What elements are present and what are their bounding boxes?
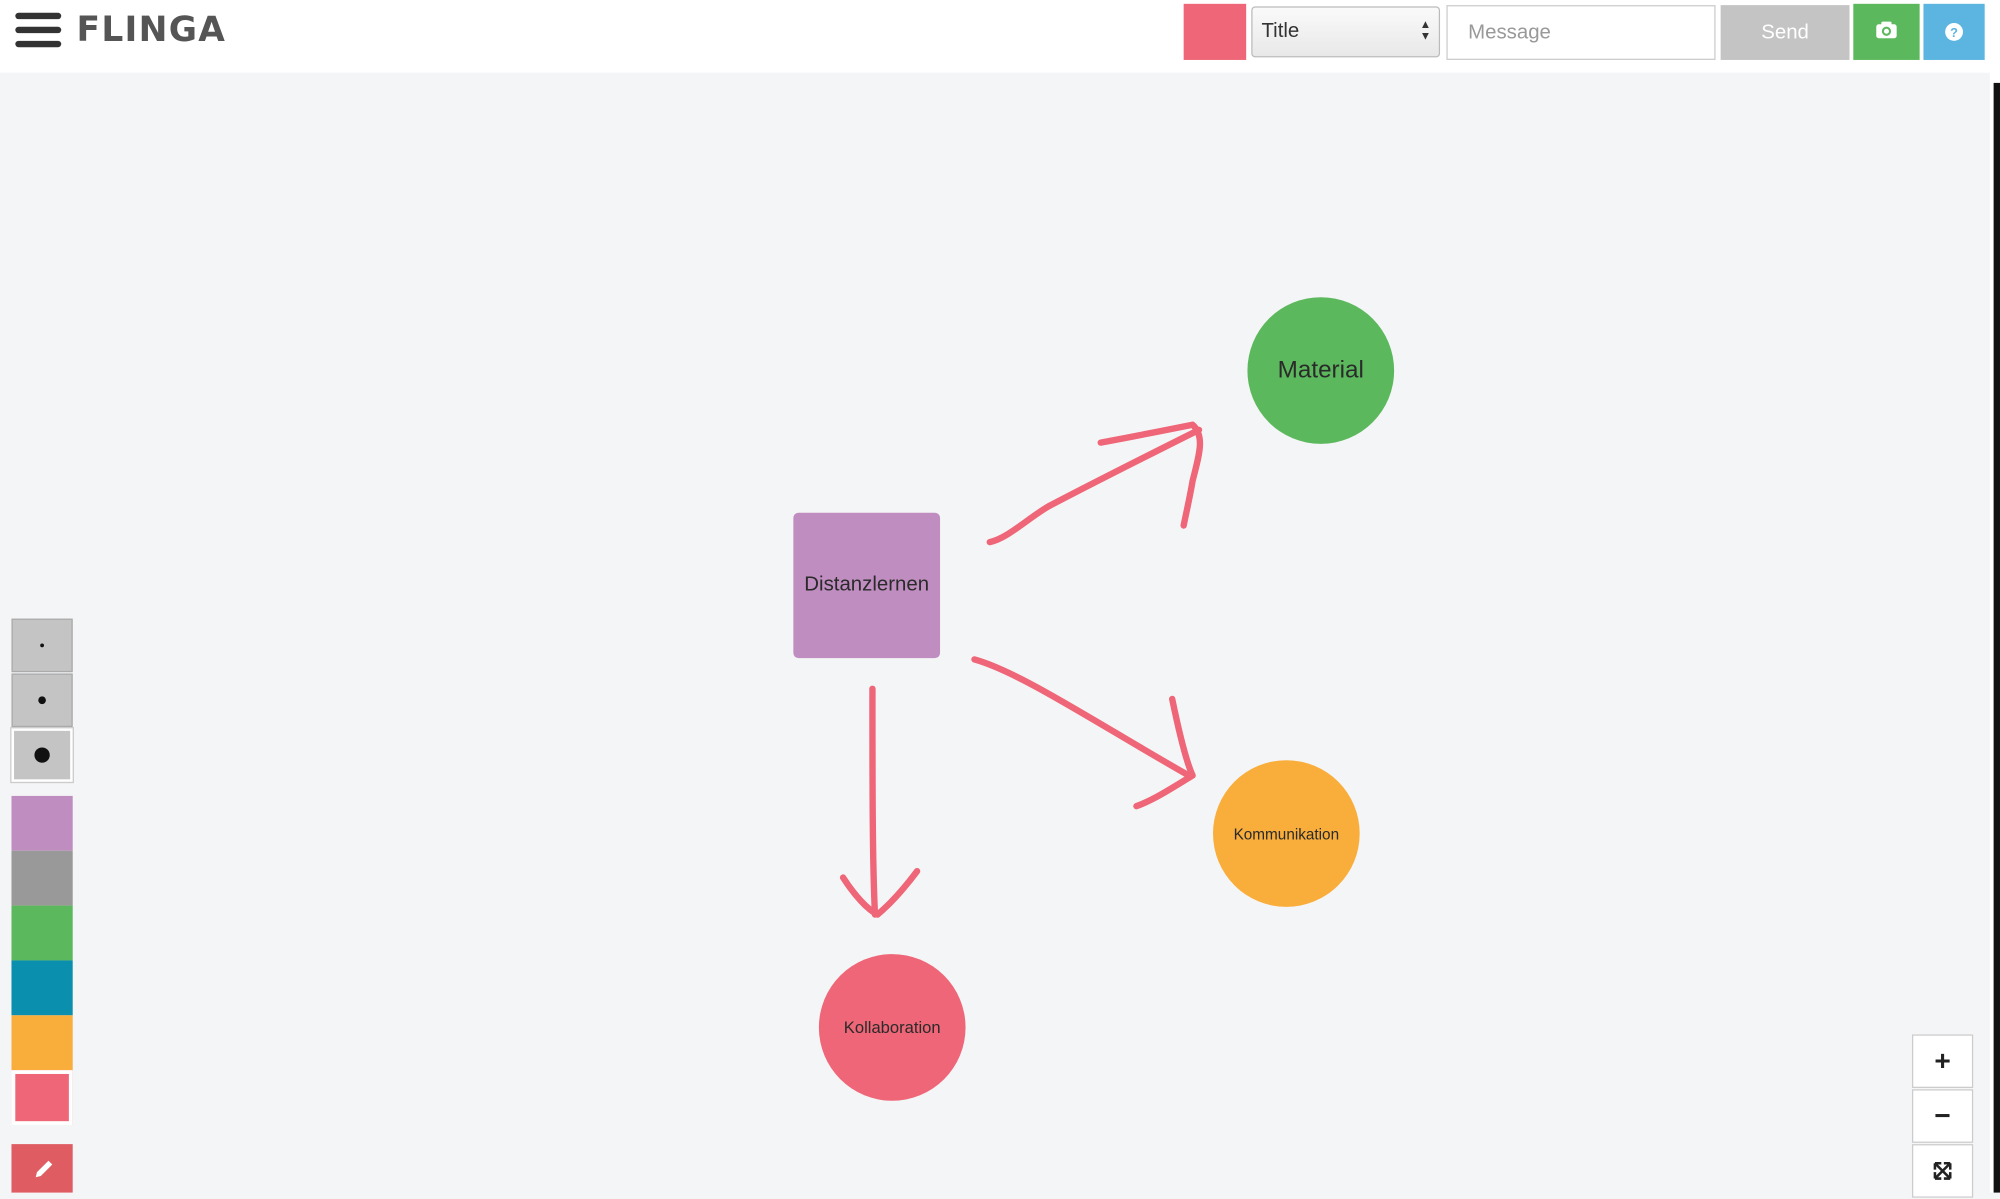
node-distanzlernen[interactable]: Distanzlernen (793, 512, 941, 659)
color-teal[interactable] (11, 960, 73, 1016)
pencil-icon (35, 1160, 53, 1178)
expand-icon (1933, 1161, 1952, 1180)
color-red[interactable] (11, 1070, 73, 1125)
node-material[interactable]: Material (1247, 297, 1395, 444)
plus-icon: + (1934, 1044, 1951, 1077)
pen-size-small[interactable] (11, 618, 73, 673)
color-gray[interactable] (11, 850, 73, 906)
color-green[interactable] (11, 905, 73, 961)
fit-view-button[interactable] (1911, 1144, 1974, 1198)
app-logo: FLINGA (76, 10, 227, 50)
help-button[interactable]: ? (1923, 3, 1985, 60)
arrow-head-material (1097, 421, 1204, 529)
top-bar: FLINGA Title ▲▼ Send ? (0, 0, 2000, 73)
zoom-controls: + − (1911, 1034, 1974, 1199)
select-arrows-icon: ▲▼ (1419, 17, 1432, 43)
drawing-layer (839, 421, 1204, 918)
title-select-value: Title (1261, 20, 1300, 43)
pen-size-medium[interactable] (11, 673, 73, 728)
arrow-head-kommunikation (1133, 695, 1196, 810)
svg-text:?: ? (1950, 25, 1958, 40)
camera-button[interactable] (1853, 3, 1920, 60)
title-select[interactable]: Title ▲▼ (1251, 6, 1441, 58)
arrow-head-kollaboration (839, 867, 921, 918)
camera-icon (1876, 21, 1897, 39)
drawing-palette (10, 618, 74, 1125)
message-input[interactable] (1446, 5, 1716, 60)
node-kollaboration[interactable]: Kollaboration (818, 954, 966, 1101)
arrow-to-kommunikation (971, 656, 1192, 779)
menu-icon[interactable] (15, 12, 62, 51)
pen-size-large[interactable] (10, 727, 74, 784)
help-icon: ? (1945, 22, 1963, 41)
color-picker-button[interactable] (1183, 3, 1247, 60)
color-orange[interactable] (11, 1015, 73, 1071)
color-purple[interactable] (11, 795, 73, 851)
arrow-to-material (986, 426, 1203, 546)
zoom-out-button[interactable]: − (1911, 1089, 1974, 1143)
zoom-in-button[interactable]: + (1911, 1034, 1974, 1089)
arrow-to-kollaboration (869, 685, 879, 918)
node-kommunikation[interactable]: Kommunikation (1213, 760, 1360, 907)
minus-icon: − (1934, 1099, 1951, 1132)
board-canvas[interactable]: Distanzlernen Material Kommunikation Kol… (0, 73, 1990, 1193)
send-button[interactable]: Send (1720, 5, 1850, 60)
window-edge (1989, 0, 2000, 1193)
pencil-tool-button[interactable] (11, 1144, 73, 1193)
